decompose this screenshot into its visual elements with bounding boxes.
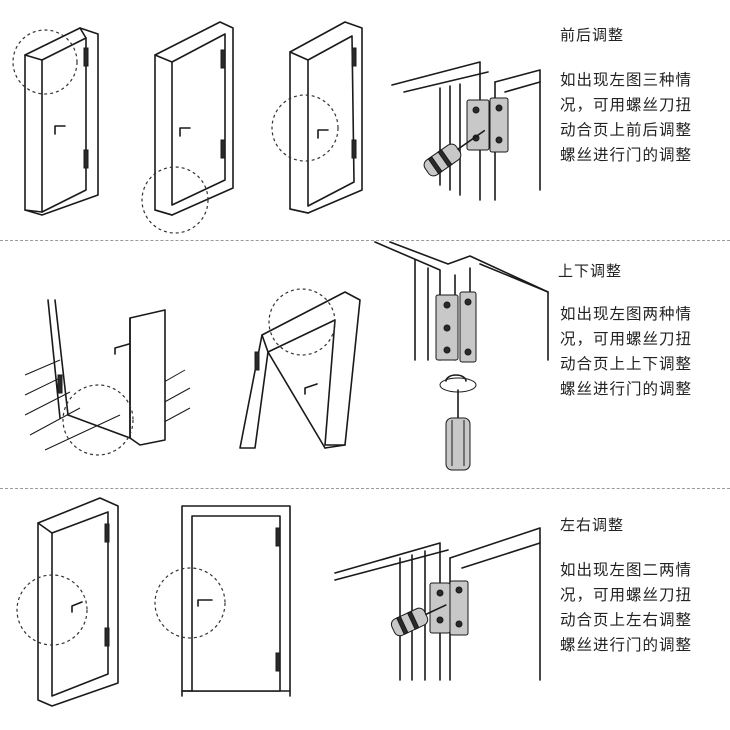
door-illustration-5 (239, 288, 361, 449)
problem-highlight-circle (141, 166, 209, 234)
section-title: 上下调整 (558, 262, 623, 280)
front-back-illustrations (12, 21, 541, 234)
problem-highlight-circle (268, 288, 336, 356)
screwdriver-icon (390, 604, 447, 637)
problem-highlight-circle (62, 384, 134, 456)
description-line: 螺丝进行门的调整 (560, 380, 693, 398)
left-right-illustrations (16, 497, 541, 707)
section-title: 前后调整 (560, 26, 625, 44)
section-front-back: 前后调整 如出现左图三种情 况，可用螺丝刀扭 动合页上前后调整 螺丝进行门的调整 (0, 0, 730, 240)
section-left-right: 左右调整 如出现左图二两情 况，可用螺丝刀扭 动合页上左右调整 螺丝进行门的调整 (0, 488, 730, 730)
problem-highlight-circle (12, 29, 78, 95)
section-divider (0, 488, 730, 489)
door-illustration-3 (271, 21, 363, 214)
problem-highlight-circle (16, 574, 88, 646)
description-line: 螺丝进行门的调整 (560, 146, 693, 164)
description-line: 况，可用螺丝刀扭 (560, 330, 693, 348)
door-illustration-4 (24, 299, 191, 456)
up-down-illustrations (24, 241, 549, 471)
description-line: 动合页上左右调整 (560, 611, 693, 629)
description-line: 螺丝进行门的调整 (560, 636, 693, 654)
hinge-closeup-up-down (374, 241, 549, 471)
screwdriver-icon (423, 129, 486, 177)
description-line: 况，可用螺丝刀扭 (560, 586, 693, 604)
section-divider (0, 240, 730, 241)
description-line: 如出现左图三种情 (560, 71, 693, 89)
door-illustration-2 (141, 21, 234, 234)
door-illustration-6 (16, 497, 119, 707)
section-up-down: 上下调整 如出现左图两种情 况，可用螺丝刀扭 动合页上上下调整 螺丝进行门的调整 (0, 240, 730, 488)
section-description: 如出现左图三种情 况，可用螺丝刀扭 动合页上前后调整 螺丝进行门的调整 (560, 68, 725, 168)
door-illustration-1 (12, 27, 99, 216)
problem-highlight-circle (271, 94, 339, 162)
screwdriver-icon (445, 389, 471, 471)
description-line: 动合页上上下调整 (560, 355, 693, 373)
hinge-closeup-front-back (391, 61, 541, 201)
section-description: 如出现左图二两情 况，可用螺丝刀扭 动合页上左右调整 螺丝进行门的调整 (560, 558, 725, 658)
door-illustration-7 (154, 505, 291, 697)
hinge-closeup-left-right (334, 527, 541, 681)
problem-highlight-circle (154, 567, 226, 639)
description-line: 如出现左图两种情 (560, 305, 693, 323)
description-line: 动合页上前后调整 (560, 121, 693, 139)
section-description: 如出现左图两种情 况，可用螺丝刀扭 动合页上上下调整 螺丝进行门的调整 (560, 302, 725, 402)
description-line: 况，可用螺丝刀扭 (560, 96, 693, 114)
description-line: 如出现左图二两情 (560, 561, 693, 579)
section-title: 左右调整 (560, 516, 625, 534)
